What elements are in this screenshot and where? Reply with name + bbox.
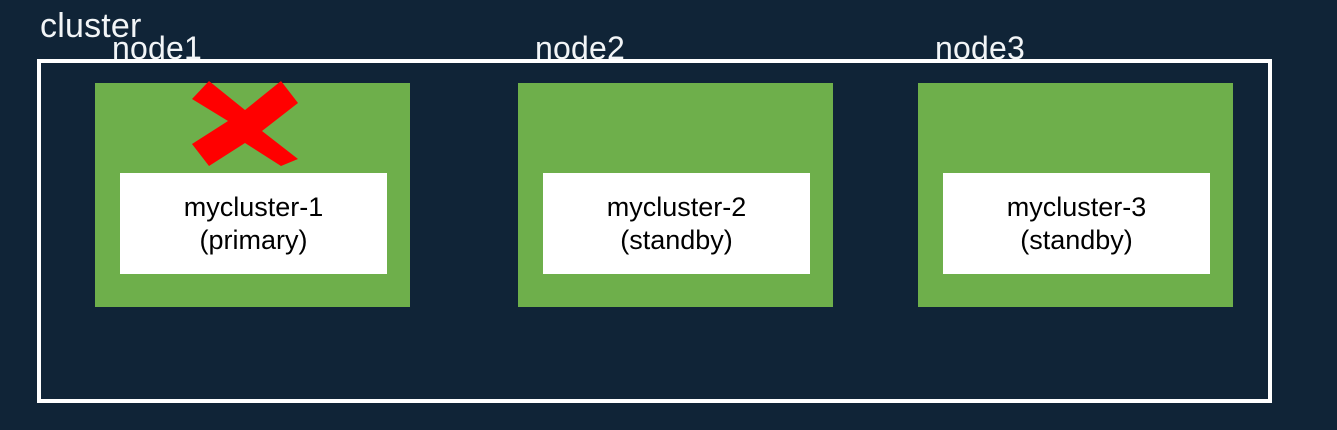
node-rect-2: mycluster-2 (standby) <box>518 83 833 307</box>
red-cross-icon <box>192 81 298 166</box>
instance-role-2: (standby) <box>620 224 733 255</box>
node-label-3: node3 <box>935 30 1025 66</box>
instance-box-3: mycluster-3 (standby) <box>943 173 1210 274</box>
cluster-boundary <box>37 59 1272 403</box>
instance-name-1: mycluster-1 <box>183 191 324 222</box>
instance-name-2: mycluster-2 <box>606 191 747 222</box>
node-label-2: node2 <box>535 30 625 66</box>
instance-box-2: mycluster-2 (standby) <box>543 173 810 274</box>
cluster-label: cluster <box>40 7 142 45</box>
node-rect-1: mycluster-1 (primary) <box>95 81 410 307</box>
instance-box-1: mycluster-1 (primary) <box>120 173 387 274</box>
node-label-1: node1 <box>112 30 202 66</box>
node-group-2: node2 mycluster-2 (standby) <box>518 0 833 430</box>
node-group-1: node1 mycluster-1 (primary) <box>95 0 410 430</box>
instance-name-3: mycluster-3 <box>1006 191 1147 222</box>
node-rect-3: mycluster-3 (standby) <box>918 83 1233 307</box>
instance-role-3: (standby) <box>1020 224 1133 255</box>
node-group-3: node3 mycluster-3 (standby) <box>918 0 1233 430</box>
instance-role-1: (primary) <box>199 224 308 255</box>
